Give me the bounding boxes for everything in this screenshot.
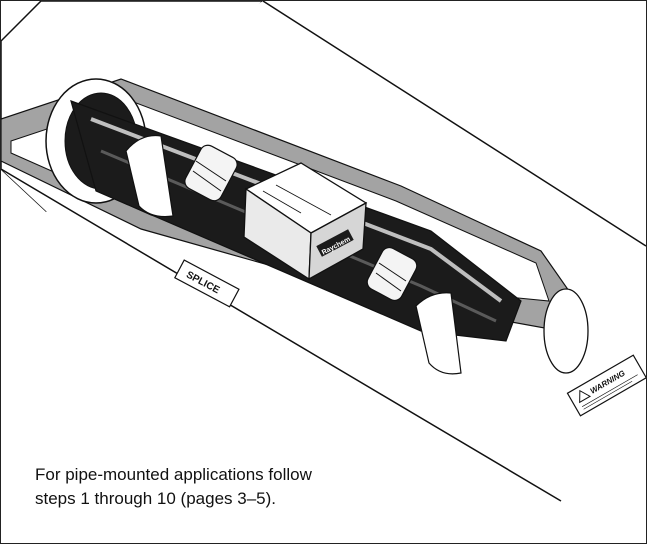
caption-line-2: steps 1 through 10 (pages 3–5). bbox=[35, 489, 276, 508]
pipe-end-right bbox=[543, 288, 589, 374]
pipe-strap-left bbox=[125, 134, 174, 218]
gland-connector-left bbox=[184, 144, 238, 202]
caption-line-1: For pipe-mounted applications follow bbox=[35, 465, 312, 484]
figure-caption: For pipe-mounted applications follow ste… bbox=[35, 463, 455, 511]
splice-enclosure: Raychem bbox=[243, 162, 368, 281]
warning-label-tag: WARNING bbox=[566, 354, 646, 417]
pipe-strap-right bbox=[415, 292, 462, 375]
gland-connector-right bbox=[366, 246, 418, 302]
